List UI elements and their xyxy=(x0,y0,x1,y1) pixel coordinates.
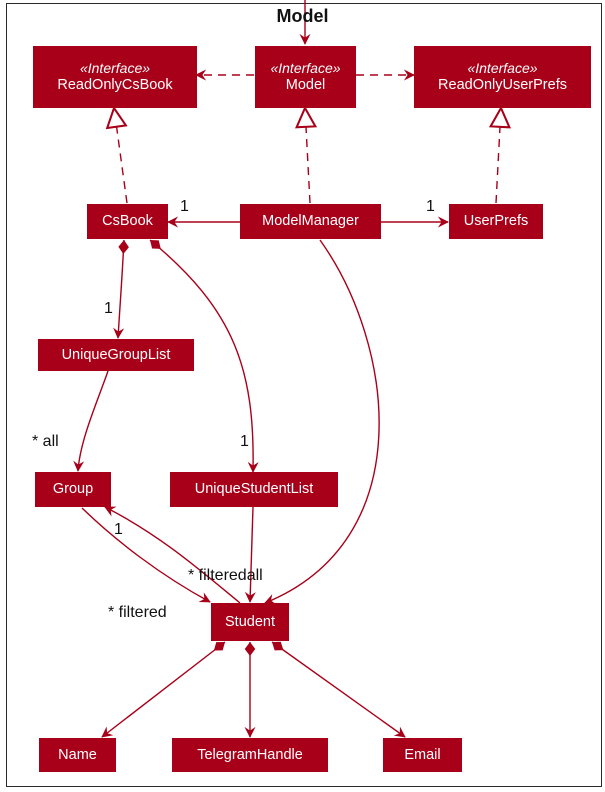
csbook-to-uniquestudentlist xyxy=(149,239,259,473)
userprefs-realizes-readonlyuserprefs xyxy=(496,108,501,204)
class-name: Student xyxy=(225,613,275,630)
class-name: UniqueGroupList xyxy=(61,346,171,363)
multiplicity-group-student: * filtered xyxy=(108,604,167,621)
multiplicity-grouplist-group: * all xyxy=(32,433,59,450)
student-to-email xyxy=(271,641,406,738)
class-read-only-cs-book[interactable]: «Interface» ReadOnlyCsBook xyxy=(33,46,197,108)
class-email[interactable]: Email xyxy=(383,738,462,772)
stereotype-label: «Interface» xyxy=(467,60,538,76)
class-name: Group xyxy=(52,481,94,497)
class-name: TelegramHandle xyxy=(197,746,303,763)
csbook-realizes-readonlycsbook xyxy=(114,108,128,204)
multiplicity-csbook-grouplist: 1 xyxy=(104,300,113,317)
stereotype-label: «Interface» xyxy=(270,60,341,76)
package-title: Model xyxy=(276,6,329,26)
class-unique-student-list[interactable]: UniqueStudentList xyxy=(170,472,338,507)
class-name: ModelManager xyxy=(262,213,359,229)
student-to-name xyxy=(101,641,226,738)
class-name: ReadOnlyCsBook xyxy=(57,77,173,93)
class-name: Name xyxy=(58,746,97,763)
multiplicity-student-group: 1 xyxy=(114,521,123,538)
modelmanager-to-student xyxy=(264,239,380,605)
uniquegrouplist-to-group xyxy=(73,370,109,472)
csbook-to-uniquegrouplist xyxy=(113,239,129,339)
class-user-prefs[interactable]: UserPrefs xyxy=(449,204,543,239)
class-name: UniqueStudentList xyxy=(194,481,314,497)
class-name: UserPrefs xyxy=(463,213,529,229)
class-telegram-handle[interactable]: TelegramHandle xyxy=(172,738,328,772)
uniquestudentlist-to-student xyxy=(244,506,256,603)
class-model[interactable]: «Interface» Model xyxy=(255,46,356,108)
student-to-group xyxy=(104,506,241,604)
class-name-attribute[interactable]: Name xyxy=(39,738,116,772)
multiplicity-manager-userprefs: 1 xyxy=(426,198,435,215)
class-unique-group-list[interactable]: UniqueGroupList xyxy=(38,339,194,371)
class-name: ReadOnlyUserPrefs xyxy=(438,77,567,93)
class-student[interactable]: Student xyxy=(211,603,289,641)
modelmanager-realizes-model xyxy=(305,108,310,204)
class-cs-book[interactable]: CsBook xyxy=(87,204,168,239)
multiplicity-manager-student: * filteredall xyxy=(188,567,263,584)
class-model-manager[interactable]: ModelManager xyxy=(240,204,381,239)
class-read-only-user-prefs[interactable]: «Interface» ReadOnlyUserPrefs xyxy=(414,46,591,108)
class-name: Email xyxy=(404,746,441,763)
class-name: CsBook xyxy=(102,213,153,229)
multiplicity-manager-csbook: 1 xyxy=(180,198,189,215)
class-name: Model xyxy=(285,77,326,93)
group-to-student xyxy=(81,507,211,603)
multiplicity-csbook-studentlist: 1 xyxy=(240,433,249,450)
class-group[interactable]: Group xyxy=(35,472,111,507)
stereotype-label: «Interface» xyxy=(79,60,151,76)
